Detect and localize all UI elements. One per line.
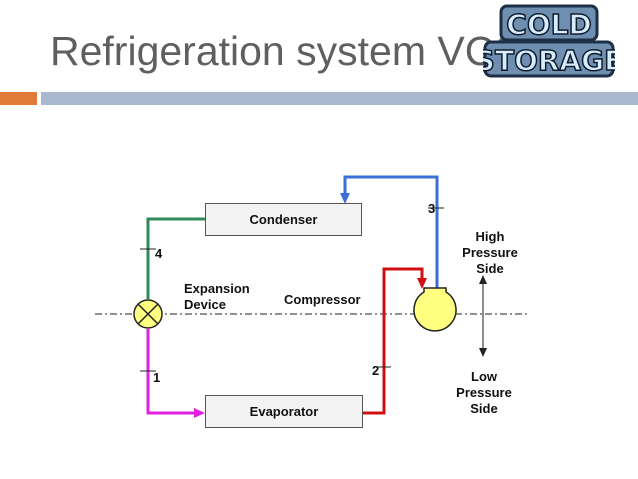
cold-storage-logo: COLD STORAGE <box>483 4 615 78</box>
pressure-arrow-down <box>479 348 487 357</box>
pressure-arrow-up <box>479 275 487 284</box>
expansion-device-label: Expansion Device <box>184 281 250 313</box>
title-bar <box>41 92 638 105</box>
arrowhead-evaporator <box>194 408 205 418</box>
line-condenser-to-expansion <box>146 217 205 299</box>
logo-line2: STORAGE <box>483 44 615 77</box>
expansion-valve-cross-b <box>137 303 159 325</box>
high-pressure-line1: High <box>475 229 505 244</box>
arrowhead-compressor <box>417 278 427 289</box>
low-pressure-line2: Pressure <box>456 385 512 400</box>
high-pressure-line3: Side <box>476 261 504 276</box>
point-label-3: 3 <box>428 201 436 216</box>
high-pressure-line2: Pressure <box>462 245 518 260</box>
low-pressure-side-label: Low Pressure Side <box>446 369 522 417</box>
evaporator-box: Evaporator <box>205 395 363 428</box>
title-bar-accent <box>0 92 37 105</box>
point-label-4: 4 <box>155 246 163 261</box>
point-label-2: 2 <box>372 363 380 378</box>
condenser-box: Condenser <box>205 203 362 236</box>
low-pressure-line1: Low <box>471 369 497 384</box>
logo-line1: COLD <box>506 8 591 41</box>
line-evaporator-to-compressor <box>363 267 424 415</box>
line-compressor-to-condenser <box>343 175 439 292</box>
expansion-label-line2: Device <box>184 297 226 312</box>
expansion-label-line1: Expansion <box>184 281 250 296</box>
low-pressure-line3: Side <box>470 401 498 416</box>
slide-title: Refrigeration system VCS <box>50 28 522 74</box>
high-pressure-side-label: High Pressure Side <box>452 229 528 277</box>
compressor-symbol <box>413 287 457 332</box>
condenser-label: Condenser <box>249 212 318 227</box>
line-expansion-to-evaporator <box>146 329 195 415</box>
arrowhead-condenser <box>340 193 350 204</box>
compressor-label: Compressor <box>284 292 361 307</box>
evaporator-label: Evaporator <box>249 404 319 419</box>
point-label-1: 1 <box>153 370 161 385</box>
